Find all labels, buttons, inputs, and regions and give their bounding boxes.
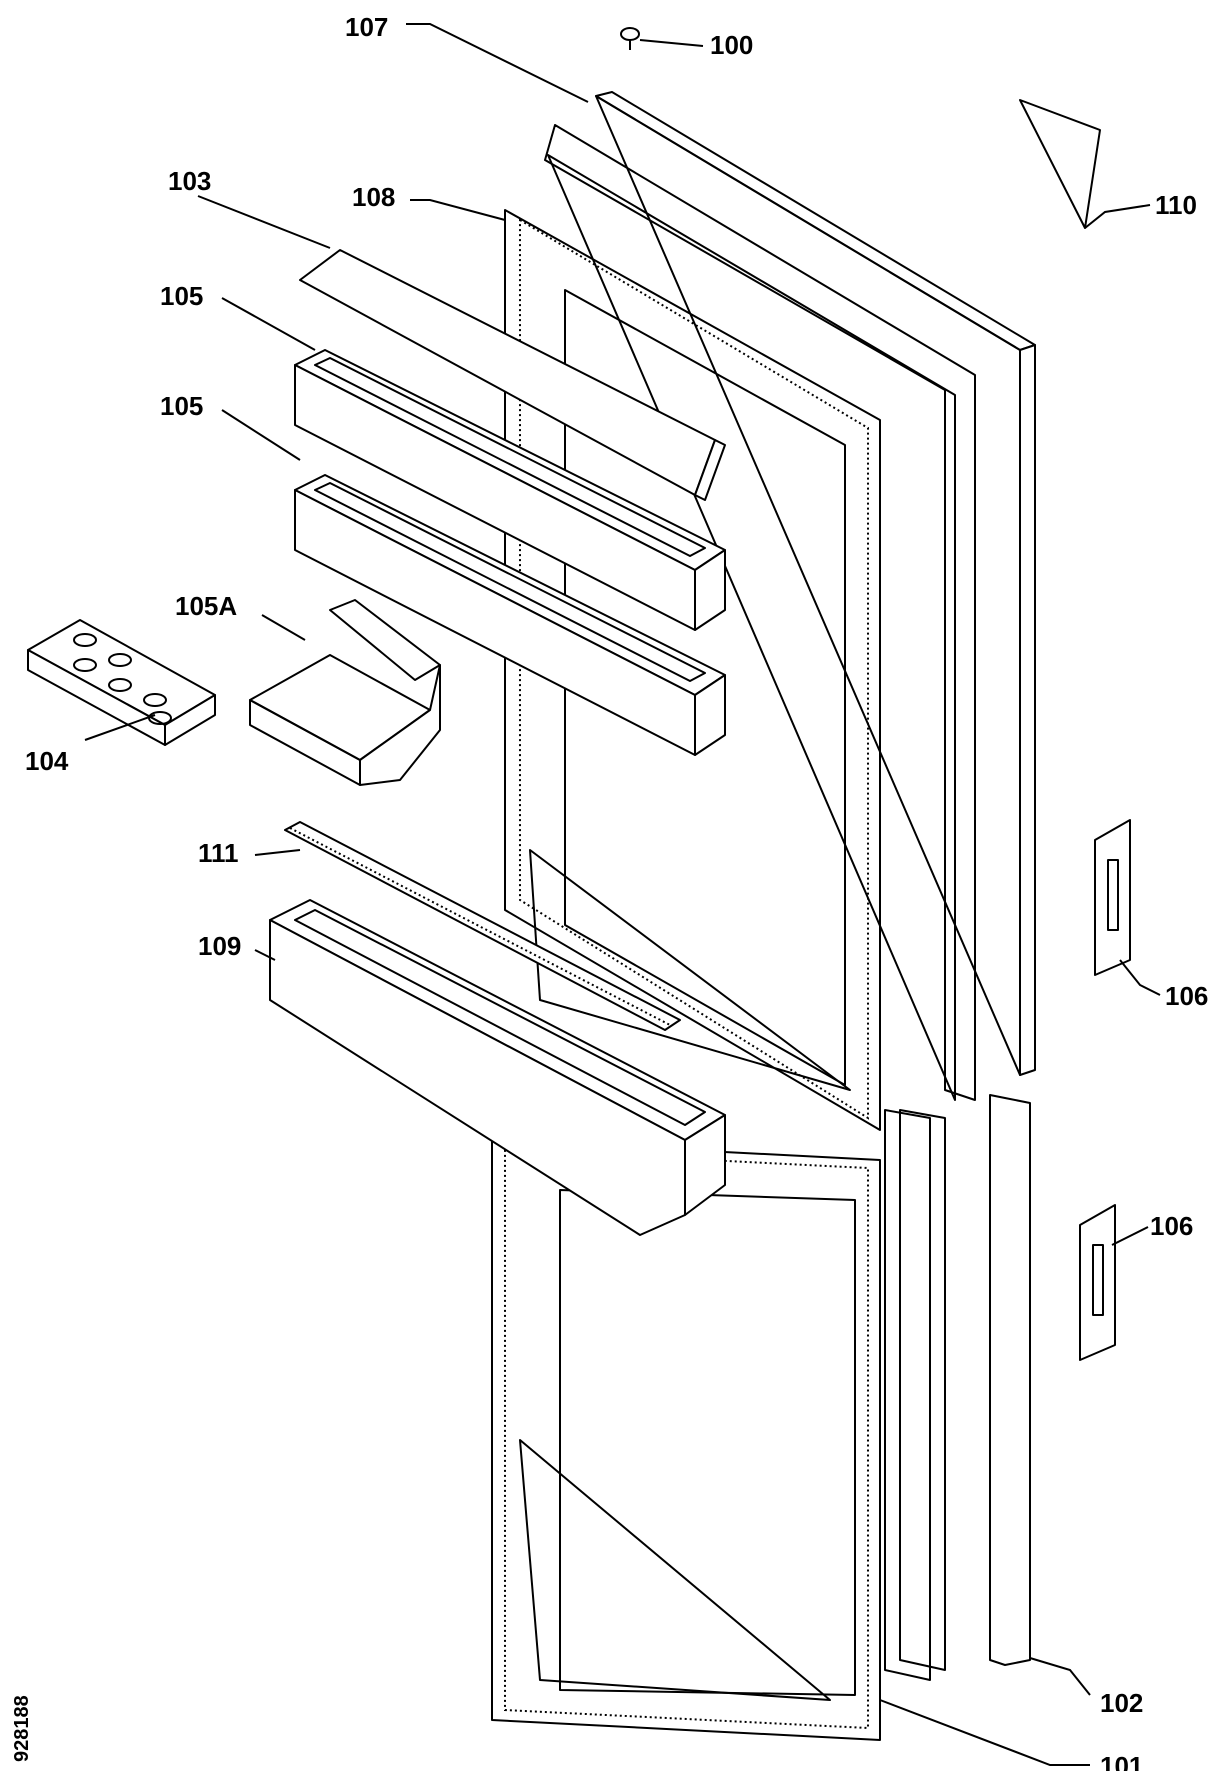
callout-110: 110 <box>1155 190 1197 220</box>
door-outer-panel <box>595 91 1036 1666</box>
hinge-plate-106-upper <box>1094 819 1131 976</box>
callout-101: 101 <box>1100 1751 1143 1771</box>
callout-106-upper: 106 <box>1165 981 1208 1011</box>
screw-100 <box>620 27 640 50</box>
callout-103: 103 <box>168 166 211 196</box>
callout-100: 100 <box>710 30 753 60</box>
callout-102: 102 <box>1100 1688 1143 1718</box>
callout-labels: 107 100 110 103 108 105 105 105A 104 111… <box>25 12 1208 1771</box>
door-shelf-105-upper <box>294 349 726 631</box>
callout-104: 104 <box>25 746 69 776</box>
shelf-cover-103 <box>299 249 726 501</box>
callout-108: 108 <box>352 182 395 212</box>
document-id: 928188 <box>11 1695 33 1762</box>
triangle-bracket-110 <box>1019 99 1101 229</box>
door-gasket-upper <box>504 209 881 1131</box>
hinge-plate-106-lower <box>1079 1204 1116 1361</box>
door-liner-upper <box>544 124 976 1681</box>
door-shelf-105-lower <box>294 474 726 756</box>
callout-107: 107 <box>345 12 388 42</box>
egg-tray-104 <box>27 619 216 746</box>
callout-111: 111 <box>198 838 239 868</box>
callout-106-lower: 106 <box>1150 1211 1193 1241</box>
callout-105-upper: 105 <box>160 281 203 311</box>
dairy-compartment-105A <box>249 599 441 786</box>
door-gasket-lower <box>491 1139 881 1741</box>
leader-lines <box>84 23 1161 1766</box>
bottle-shelf-109 <box>269 899 726 1236</box>
callout-109: 109 <box>198 931 241 961</box>
callout-105-lower: 105 <box>160 391 203 421</box>
callout-105A: 105A <box>175 591 237 621</box>
bottle-retainer-111 <box>284 821 681 1031</box>
